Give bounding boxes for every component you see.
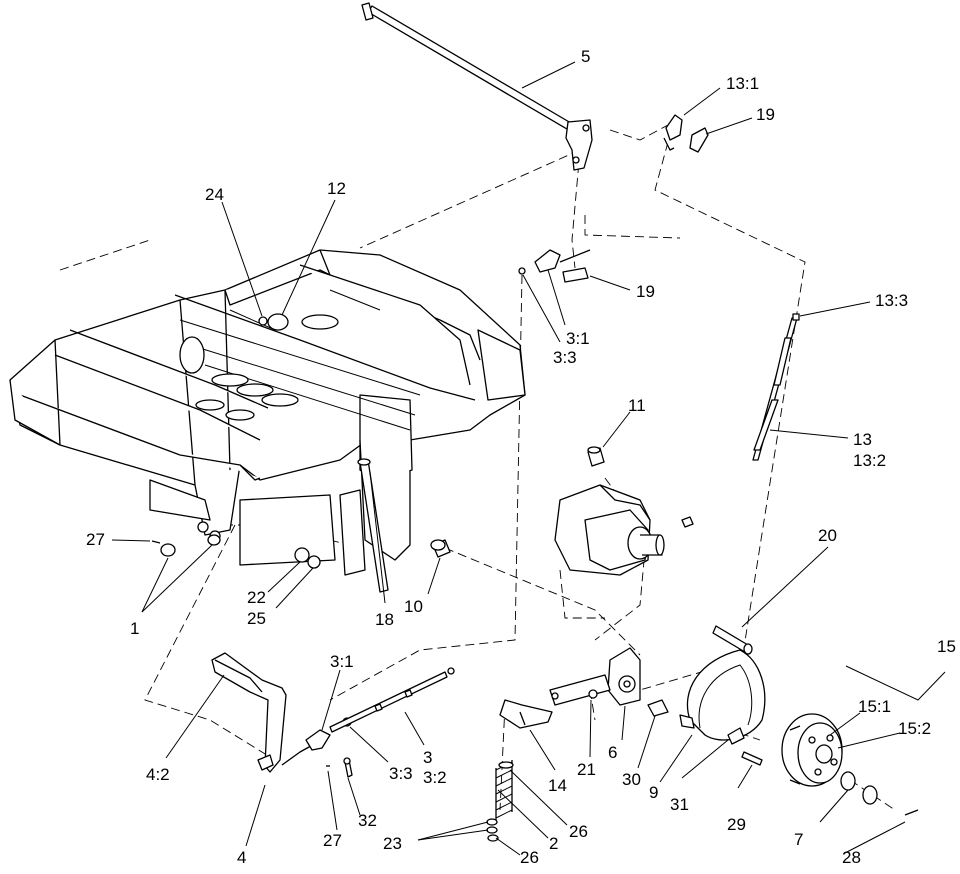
nut-part-28 [862, 785, 919, 816]
callout-3-3: 3:3 [389, 764, 413, 783]
washer-part-26 [487, 834, 499, 842]
callout-12: 12 [327, 179, 346, 198]
callout-4-2: 4:2 [146, 765, 170, 784]
callout-labels: 5 13:1 19 24 12 19 3:1 3:3 13:3 11 13 13… [86, 47, 956, 867]
callout-21: 21 [577, 760, 596, 779]
callout-3-1: 3:1 [330, 652, 354, 671]
brake-band-part-9 [679, 649, 766, 741]
callout-5: 5 [581, 47, 590, 66]
callout-15-2: 15:2 [898, 719, 931, 738]
callout-26: 26 [569, 822, 588, 841]
callout-15-1: 15:1 [858, 697, 891, 716]
brake-lever-part-6 [549, 647, 641, 706]
brake-drum-part-15 [781, 713, 843, 787]
hydro-motor [554, 484, 694, 576]
callout-32: 32 [358, 811, 377, 830]
callout-24: 24 [205, 185, 224, 204]
callout-1: 1 [130, 619, 139, 638]
rod-part-5 [361, 2, 593, 171]
callout-14: 14 [548, 776, 567, 795]
spacer-part-30 [647, 699, 669, 717]
callout-27: 27 [86, 530, 105, 549]
leader-lines [111, 61, 946, 856]
rod-part-13 [752, 313, 800, 461]
pin-part-32 [343, 757, 353, 778]
callout-18: 18 [375, 610, 394, 629]
pin-part-20 [712, 625, 753, 655]
callout-13-1: 13:1 [726, 74, 759, 93]
callout-2: 2 [549, 834, 558, 853]
clevis-part-13-1 [663, 114, 683, 151]
callout-28: 28 [842, 848, 861, 867]
callout-25: 25 [247, 609, 266, 628]
callout-3-1: 3:1 [566, 329, 590, 348]
callout-15: 15 [937, 637, 956, 656]
callout-31: 31 [670, 795, 689, 814]
callout-19: 19 [756, 105, 775, 124]
spacer-part-11 [587, 446, 605, 467]
nut-part-21 [588, 689, 598, 699]
bushing-part-1 [160, 534, 221, 557]
spacer-part-22 [294, 547, 321, 569]
callout-3: 3 [423, 748, 432, 767]
bolt-part-18 [357, 458, 389, 593]
callout-10: 10 [404, 597, 423, 616]
bushing-part-10 [430, 539, 451, 558]
callout-13-3: 13:3 [875, 291, 908, 310]
chassis-frame [9, 249, 526, 576]
callout-19: 19 [636, 282, 655, 301]
callout-26: 26 [520, 848, 539, 867]
callout-11: 11 [628, 396, 646, 415]
bolt-part-29 [741, 751, 763, 766]
callout-29: 29 [727, 815, 746, 834]
callout-9: 9 [649, 783, 658, 802]
bracket-part-31 [727, 727, 745, 745]
callout-3-3: 3:3 [553, 348, 577, 367]
callout-27: 27 [323, 831, 342, 850]
washer-part-23 [486, 818, 498, 834]
bracket-part-14 [499, 699, 553, 729]
callout-20: 20 [818, 526, 837, 545]
clevis-part-3-1-top [518, 249, 591, 283]
callout-13-2: 13:2 [853, 451, 886, 470]
callout-6: 6 [608, 743, 617, 762]
callout-7: 7 [794, 830, 803, 849]
callout-3-2: 3:2 [423, 768, 447, 787]
callout-22: 22 [247, 588, 266, 607]
pin-part-27 [151, 540, 161, 544]
washer-part-7 [840, 771, 856, 791]
callout-13: 13 [853, 430, 872, 449]
callout-23: 23 [383, 834, 402, 853]
rod-part-3 [305, 667, 455, 751]
callout-30: 30 [622, 770, 641, 789]
pedal-part-4 [211, 652, 319, 773]
clip-part-19-top [689, 127, 709, 153]
callout-4: 4 [237, 848, 246, 867]
